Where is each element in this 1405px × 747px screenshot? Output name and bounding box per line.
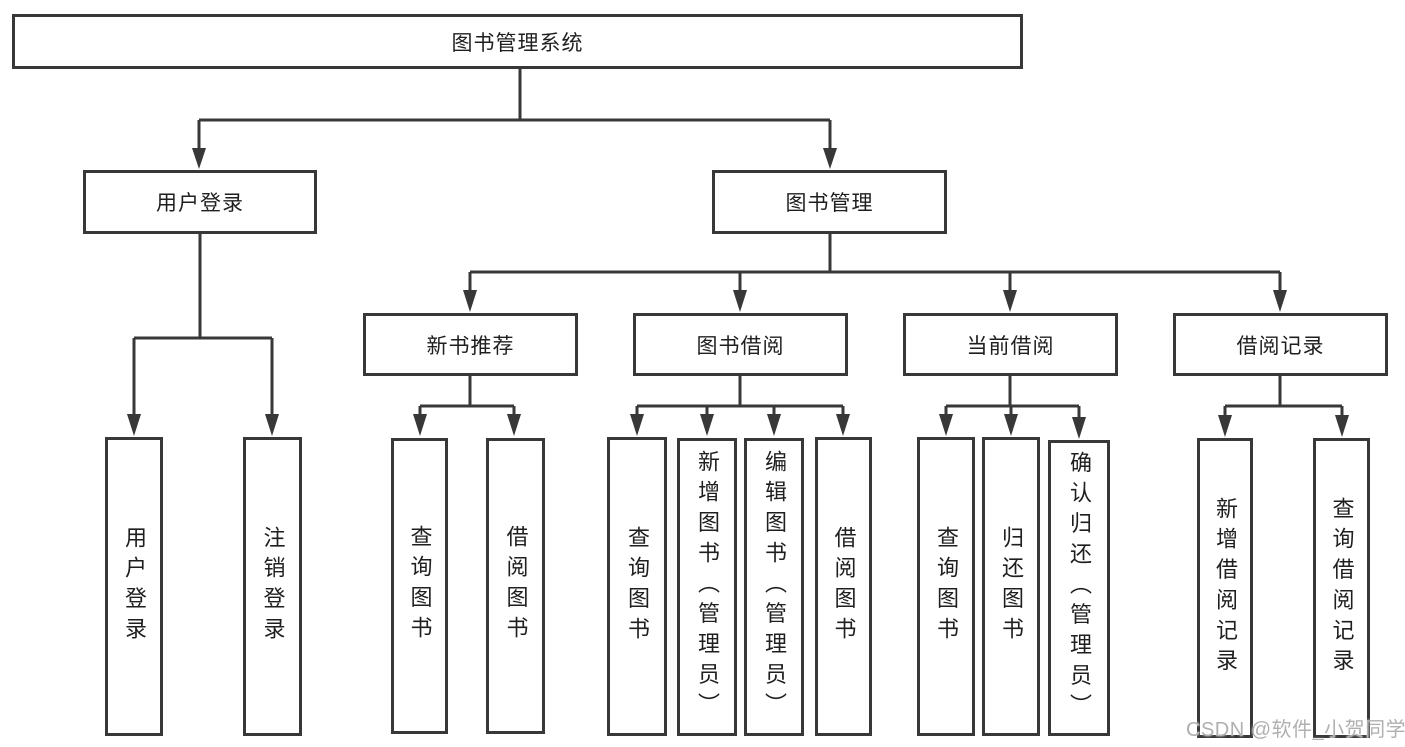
node-new-book: 新书推荐 xyxy=(363,313,578,376)
leaf-borrow-query: 查询图书 xyxy=(607,437,667,736)
leaf-logout: 注销登录 xyxy=(243,437,302,736)
node-current-borrow: 当前借阅 xyxy=(903,313,1118,376)
node-book-mgmt: 图书管理 xyxy=(712,170,947,234)
leaf-newbook-borrow: 借阅图书 xyxy=(486,438,545,734)
arrow-down-icon xyxy=(192,148,206,169)
arrow-down-icon xyxy=(767,414,781,436)
node-borrow-record: 借阅记录 xyxy=(1173,313,1388,376)
arrow-down-icon xyxy=(1003,290,1017,312)
arrow-down-icon xyxy=(507,414,521,436)
leaf-borrow-add: 新增图书（管理员） xyxy=(677,438,737,736)
leaf-label: 确认归还（管理员） xyxy=(1067,451,1092,725)
arrow-down-icon xyxy=(463,290,477,312)
leaf-label: 查询图书 xyxy=(625,525,650,648)
leaf-current-confirm: 确认归还（管理员） xyxy=(1048,440,1110,736)
arrow-down-icon xyxy=(413,414,427,436)
arrow-down-icon xyxy=(630,414,644,436)
arrow-down-icon xyxy=(265,414,279,436)
leaf-label: 归还图书 xyxy=(999,525,1024,648)
node-book-borrow: 图书借阅 xyxy=(633,313,848,376)
arrow-down-icon xyxy=(939,414,953,436)
arrow-down-icon xyxy=(823,148,837,169)
arrow-down-icon xyxy=(1273,290,1287,312)
arrow-down-icon xyxy=(1218,415,1232,437)
leaf-label: 注销登录 xyxy=(260,525,286,648)
arrow-down-icon xyxy=(127,414,141,436)
leaf-label: 查询图书 xyxy=(407,525,433,647)
leaf-label: 借阅图书 xyxy=(503,525,529,647)
watermark: CSDN @软件_小贺同学 xyxy=(1186,719,1405,741)
leaf-label: 新增图书（管理员） xyxy=(695,450,720,724)
node-root: 图书管理系统 xyxy=(12,14,1023,69)
leaf-label: 查询图书 xyxy=(934,525,959,648)
arrow-down-icon xyxy=(1335,415,1349,437)
leaf-current-return: 归还图书 xyxy=(982,437,1040,736)
leaf-label: 借阅图书 xyxy=(831,525,857,648)
leaf-borrow-edit: 编辑图书（管理员） xyxy=(744,438,804,736)
leaf-label: 用户登录 xyxy=(122,525,147,648)
leaf-record-add: 新增借阅记录 xyxy=(1197,438,1253,738)
arrow-down-icon xyxy=(700,414,714,436)
leaf-label: 新增借阅记录 xyxy=(1213,496,1238,680)
arrow-down-icon xyxy=(1004,414,1018,436)
arrow-down-icon xyxy=(733,290,747,312)
leaf-newbook-query: 查询图书 xyxy=(391,438,448,734)
arrow-down-icon xyxy=(836,414,850,436)
leaf-label: 查询借阅记录 xyxy=(1329,496,1355,680)
arrow-down-icon xyxy=(1072,417,1086,439)
leaf-current-query: 查询图书 xyxy=(917,437,975,736)
node-user-login: 用户登录 xyxy=(83,170,317,234)
leaf-user-login: 用户登录 xyxy=(105,437,163,736)
leaf-record-query: 查询借阅记录 xyxy=(1313,438,1370,738)
leaf-borrow-book: 借阅图书 xyxy=(815,437,872,736)
leaf-label: 编辑图书（管理员） xyxy=(762,450,787,724)
